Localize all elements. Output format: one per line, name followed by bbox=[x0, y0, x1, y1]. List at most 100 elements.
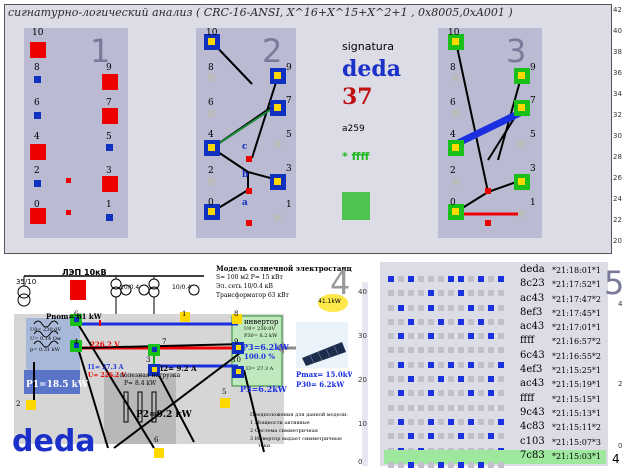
bit-cell bbox=[458, 333, 464, 340]
bit-cell bbox=[398, 333, 404, 340]
signature-word: deda bbox=[342, 56, 402, 82]
bit-cell bbox=[438, 304, 444, 311]
node-label-3: 3 bbox=[146, 356, 151, 364]
bit-5 bbox=[106, 144, 113, 151]
bit-cell bbox=[408, 461, 414, 468]
bit-cell bbox=[398, 318, 404, 325]
bit-label-4: 4 bbox=[34, 132, 40, 142]
table-row: 6c43*21:16:55*2 bbox=[384, 350, 606, 368]
bit-pattern bbox=[388, 296, 508, 315]
node-label-2: 2 bbox=[16, 400, 21, 408]
bit-cell bbox=[468, 276, 474, 282]
panel-2-diagram bbox=[204, 34, 286, 226]
bit-cell bbox=[498, 461, 504, 468]
bit-label-9: 9 bbox=[106, 63, 112, 73]
bit-cell bbox=[498, 333, 504, 340]
bit-cell bbox=[458, 276, 464, 282]
bit-cell bbox=[498, 433, 504, 440]
bit-cell bbox=[398, 461, 404, 468]
lep-label: ЛЭП 10кВ bbox=[62, 268, 107, 277]
bit-cell bbox=[388, 376, 394, 383]
bit-cell bbox=[468, 461, 474, 468]
bit-cell bbox=[488, 333, 494, 340]
table-row: ffff*21:15:15*1 bbox=[384, 393, 606, 411]
bit-cell bbox=[448, 361, 454, 368]
bit-cell bbox=[478, 376, 484, 383]
bit-cell bbox=[468, 347, 474, 354]
bit-cell bbox=[388, 361, 394, 368]
bit-cell bbox=[488, 461, 494, 468]
node-label-9: 9 bbox=[234, 338, 239, 346]
signature-stars: * ffff bbox=[342, 150, 370, 163]
ruler-tick: 38 bbox=[613, 48, 622, 56]
bit-cell bbox=[418, 390, 424, 397]
bit-label-5: 5 bbox=[106, 132, 112, 142]
ruler-tick: 40 bbox=[613, 27, 622, 35]
u-label: U= 226.2 V bbox=[88, 372, 126, 379]
bit-label-4: 4 bbox=[208, 130, 214, 140]
table-row: 7c83*21:15:03*1 bbox=[384, 449, 606, 468]
node-label-6: 6 bbox=[74, 310, 79, 318]
bit-cell bbox=[438, 290, 444, 297]
row-code: 8c23 bbox=[520, 278, 545, 290]
bit-pattern bbox=[388, 338, 508, 357]
bit-cell bbox=[428, 318, 434, 325]
table-row: deda*21:18:01*1 bbox=[384, 264, 606, 282]
ruler-tick: 34 bbox=[613, 90, 622, 98]
ruler-tick: 4 bbox=[618, 300, 623, 308]
node-label-1: 1 bbox=[182, 310, 187, 318]
ruler-tick: 26 bbox=[613, 174, 622, 182]
row-code: deda bbox=[520, 264, 545, 275]
bit-cell bbox=[488, 361, 494, 368]
bit-0 bbox=[30, 208, 46, 224]
bit-cell bbox=[468, 290, 474, 297]
bit-cell bbox=[398, 376, 404, 383]
i2-label: I2= 9.2 A bbox=[160, 364, 197, 373]
bit-cell bbox=[458, 461, 464, 468]
bit-label-7: 7 bbox=[106, 98, 112, 108]
bit-cell bbox=[428, 333, 434, 340]
row-time: *21:17:47*2 bbox=[552, 294, 602, 304]
bit-cell bbox=[458, 361, 464, 368]
bit-cell bbox=[448, 404, 454, 411]
bit-cell bbox=[388, 404, 394, 411]
pmax-label: Pmax= 15.0kW bbox=[296, 370, 356, 379]
bit-cell bbox=[428, 461, 434, 468]
table-row: 9c43*21:15:13*1 bbox=[384, 407, 606, 425]
bit-pattern bbox=[388, 324, 508, 343]
assumption-3-cont: токи bbox=[258, 443, 271, 449]
row-code: 7c83 bbox=[520, 449, 545, 461]
bit-cell bbox=[438, 318, 444, 325]
bit-4 bbox=[30, 144, 46, 160]
bit-pattern bbox=[388, 267, 508, 286]
assumption-1: 1 Мощности активные bbox=[250, 420, 310, 426]
bit-cell bbox=[438, 433, 444, 440]
level-ruler: 40 30 20 10 0 bbox=[352, 262, 374, 466]
bit-cell bbox=[388, 276, 394, 282]
bit-cell bbox=[418, 333, 424, 340]
node-label-8: 8 bbox=[234, 310, 239, 318]
assumption-2: 2 Система симметричная bbox=[250, 428, 318, 434]
bit-cell bbox=[498, 404, 504, 411]
bit-cell bbox=[418, 376, 424, 383]
bit-cell bbox=[478, 390, 484, 397]
row-time: *21:15:19*1 bbox=[552, 380, 602, 390]
panel-3-number: 3 bbox=[506, 32, 527, 70]
panel-1 bbox=[24, 28, 128, 238]
bit-cell bbox=[438, 347, 444, 354]
bit-cell bbox=[458, 433, 464, 440]
bit-cell bbox=[388, 418, 394, 425]
ruler-tick: 20 bbox=[613, 237, 622, 245]
bit-cell bbox=[458, 376, 464, 383]
table-row: ac43*21:17:47*2 bbox=[384, 293, 606, 311]
bit-cell bbox=[488, 347, 494, 354]
bit-cell bbox=[428, 304, 434, 311]
bit-cell bbox=[438, 461, 444, 468]
bit-cell bbox=[478, 433, 484, 440]
bit-pattern bbox=[388, 367, 508, 386]
ruler-tick: 2 bbox=[618, 380, 623, 388]
node-label-10: 10 bbox=[232, 356, 241, 364]
bit-10 bbox=[30, 42, 46, 58]
bit-pattern bbox=[388, 424, 508, 443]
bit-cell bbox=[398, 304, 404, 311]
